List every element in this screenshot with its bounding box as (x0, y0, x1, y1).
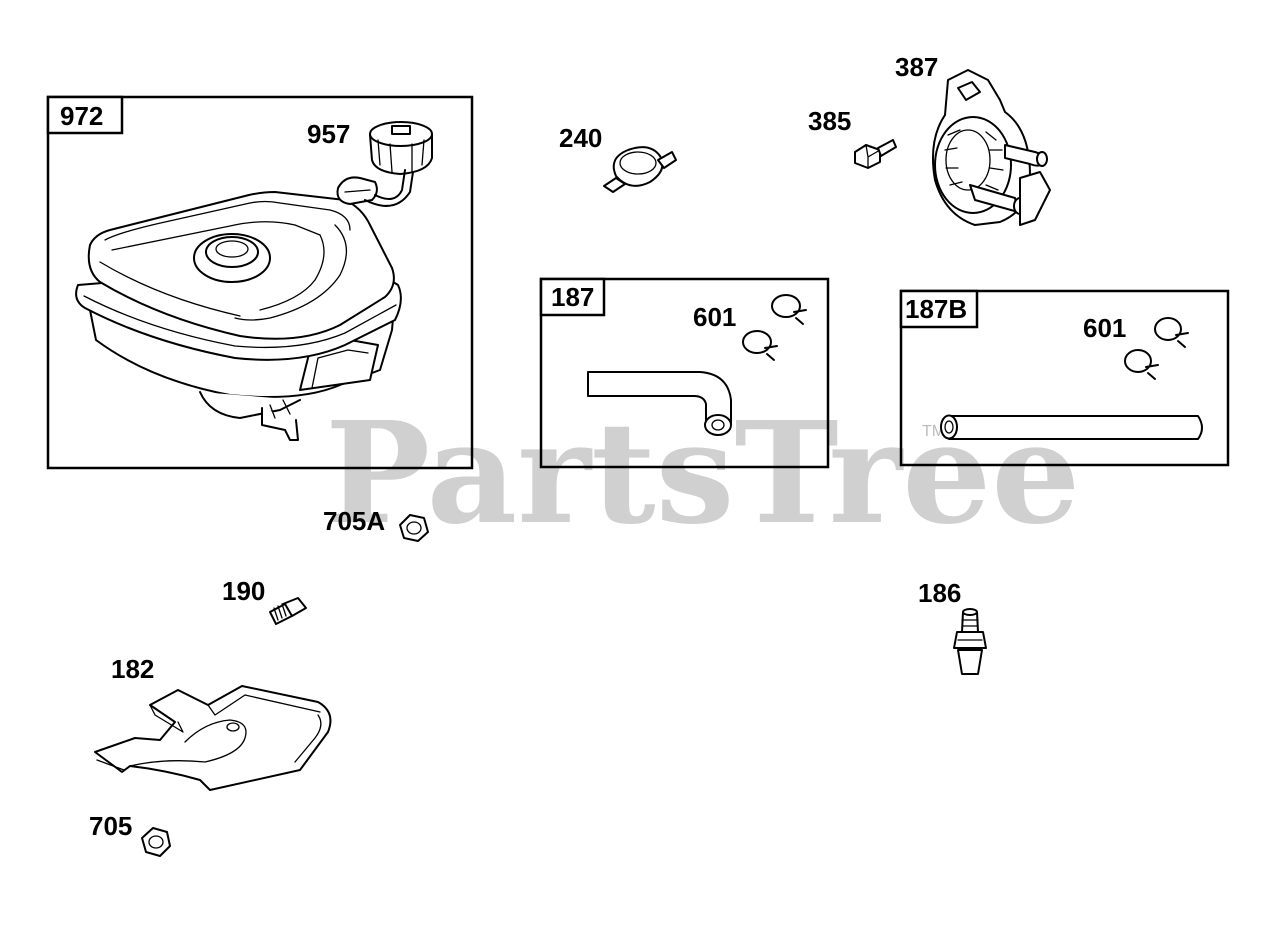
part-label-182[interactable]: 182 (111, 654, 154, 684)
assembly-box-187[interactable]: 187 (539, 277, 830, 469)
fuel-tank-drawing[interactable] (75, 191, 402, 441)
screw-385-drawing[interactable] (854, 139, 897, 169)
part-label-385[interactable]: 385 (808, 106, 851, 136)
fitting-186-drawing[interactable] (953, 608, 987, 675)
part-label-705A[interactable]: 705A (323, 506, 385, 536)
fuel-line-187B-drawing[interactable] (940, 414, 1203, 440)
assembly-box-187B[interactable]: 187B (899, 289, 1230, 467)
hose-clamps-601a-drawing[interactable] (742, 294, 807, 361)
fuel-filter-drawing[interactable] (603, 146, 677, 193)
nut-705A-drawing[interactable] (399, 514, 429, 542)
assembly-box-972[interactable]: 972 (46, 95, 474, 470)
watermark-trademark: TM (922, 423, 945, 440)
fuel-pump-drawing[interactable] (932, 69, 1051, 226)
part-label-957[interactable]: 957 (307, 119, 350, 149)
part-label-705[interactable]: 705 (89, 811, 132, 841)
hose-clamps-601b-drawing[interactable] (1124, 317, 1189, 380)
part-label-601b[interactable]: 601 (1083, 313, 1126, 343)
nut-705-drawing[interactable] (141, 827, 171, 857)
fuel-line-187-drawing[interactable] (587, 371, 732, 436)
part-label-190[interactable]: 190 (222, 576, 265, 606)
part-label-186[interactable]: 186 (918, 578, 961, 608)
part-label-387[interactable]: 387 (895, 52, 938, 82)
box-label-187B: 187B (905, 294, 967, 324)
bracket-182-drawing[interactable] (94, 685, 332, 791)
part-label-601a[interactable]: 601 (693, 302, 736, 332)
fuel-cap-drawing[interactable] (336, 121, 433, 207)
screw-190-drawing[interactable] (269, 597, 307, 625)
box-label-972: 972 (60, 101, 103, 131)
part-label-240[interactable]: 240 (559, 123, 602, 153)
box-label-187: 187 (551, 282, 594, 312)
